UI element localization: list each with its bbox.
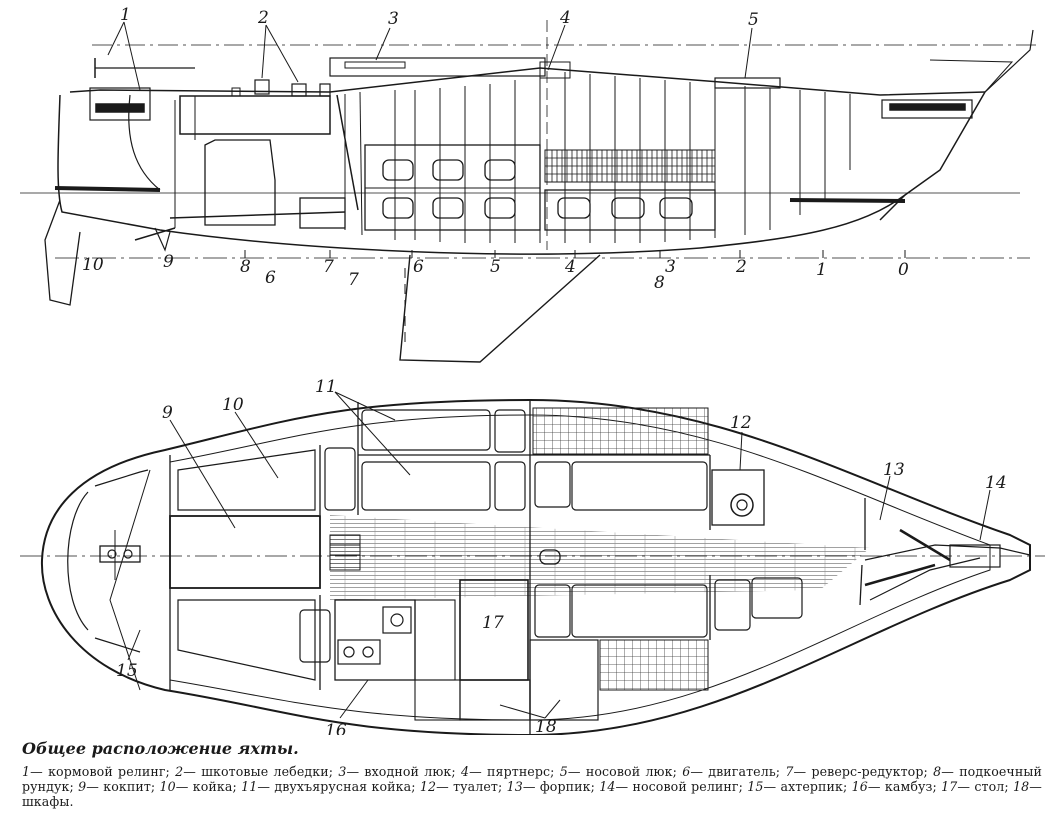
plan-callout: 13 xyxy=(883,460,905,480)
plan-callout: 17 xyxy=(482,613,504,633)
station-label: 6 xyxy=(413,257,424,277)
legend-item: 7— реверс-редуктор; xyxy=(785,764,928,779)
legend-text: пяртнерс; xyxy=(487,764,555,779)
station-label: 1 xyxy=(816,260,827,280)
legend-item: 2— шкотовые лебедки; xyxy=(175,764,334,779)
legend-text: стол; xyxy=(974,779,1009,794)
plan-callout: 12 xyxy=(730,413,752,433)
plan-view xyxy=(20,391,1045,735)
station-label: 6 xyxy=(265,268,276,288)
legend-item: 14— носовой релинг; xyxy=(599,779,743,794)
side-callout: 3 xyxy=(388,9,399,29)
plan-callout: 16 xyxy=(325,721,347,735)
legend-number: 3 xyxy=(338,764,347,779)
station-label: 8 xyxy=(654,273,665,293)
legend-number: 10 xyxy=(159,779,176,794)
caption-legend: 1— кормовой релинг; 2— шкотовые лебедки;… xyxy=(22,764,1042,809)
legend-text: койка; xyxy=(192,779,237,794)
legend-item: 3— входной люк; xyxy=(338,764,456,779)
caption-title: Общее расположение яхты. xyxy=(22,739,299,758)
station-label: 5 xyxy=(490,257,501,277)
legend-number: 2 xyxy=(175,764,184,779)
station-label: 3 xyxy=(665,257,676,277)
legend-number: 4 xyxy=(460,764,470,779)
plan-callout: 14 xyxy=(985,473,1007,493)
plan-callout: 11 xyxy=(315,377,337,397)
side-view-labels: 1 2 3 4 5 10 9 8 6 7 7 6 5 4 3 8 2 1 0 xyxy=(82,5,909,293)
station-label: 0 xyxy=(898,260,909,280)
legend-text: кормовой релинг; xyxy=(48,764,170,779)
station-label: 9 xyxy=(163,252,174,272)
legend-item: 5— носовой люк; xyxy=(559,764,677,779)
legend-number: 17 xyxy=(941,779,958,794)
legend-item: 8— подкоечный рундук; xyxy=(22,764,1042,794)
yacht-layout-drawing: 1 2 3 4 5 10 9 8 6 7 7 6 5 4 3 8 2 1 0 xyxy=(20,5,1045,735)
legend-item: 18— шкафы. xyxy=(22,779,1042,809)
legend-item: 6— двигатель; xyxy=(682,764,781,779)
legend-text: подкоечный рундук; xyxy=(22,764,1042,794)
station-label: 8 xyxy=(240,257,251,277)
side-callout: 4 xyxy=(559,8,571,28)
plan-view-labels: 9 10 11 12 13 14 15 16 17 18 xyxy=(116,377,1007,735)
legend-text: туалет; xyxy=(453,779,503,794)
legend-number: 13 xyxy=(506,779,523,794)
legend-number: 18 xyxy=(1013,779,1030,794)
station-label: 10 xyxy=(82,255,104,275)
legend-item: 9— кокпит; xyxy=(78,779,156,794)
side-elevation-view xyxy=(20,20,1040,363)
legend-number: 16 xyxy=(851,779,868,794)
legend-text: реверс-редуктор; xyxy=(811,764,928,779)
legend-item: 11— двухъярусная койка; xyxy=(241,779,416,794)
legend-text: шкотовые лебедки; xyxy=(201,764,334,779)
plan-callout: 9 xyxy=(162,403,173,423)
side-callout: 5 xyxy=(748,10,759,30)
legend-item: 1— кормовой релинг; xyxy=(22,764,170,779)
plan-callout: 15 xyxy=(116,661,138,681)
legend-number: 12 xyxy=(419,779,437,794)
legend-number: 9 xyxy=(78,779,87,794)
side-callout: 1 xyxy=(120,5,131,25)
legend-text: входной люк; xyxy=(364,764,456,779)
legend-number: 8 xyxy=(933,764,942,779)
plan-callout: 18 xyxy=(535,717,557,735)
legend-item: 12— туалет; xyxy=(419,779,503,794)
legend-number: 5 xyxy=(559,764,568,779)
legend-item: 15— ахтерпик; xyxy=(747,779,848,794)
station-label: 4 xyxy=(564,257,576,277)
legend-number: 15 xyxy=(747,779,764,794)
legend-item: 4— пяртнерс; xyxy=(460,764,555,779)
legend-item: 17— стол; xyxy=(941,779,1009,794)
legend-text: носовой релинг; xyxy=(632,779,743,794)
legend-text: двигатель; xyxy=(708,764,781,779)
station-label: 7 xyxy=(348,270,359,290)
legend-text: двухъярусная койка; xyxy=(274,779,416,794)
legend-number: 7 xyxy=(785,764,794,779)
figure-caption: Общее расположение яхты. 1— кормовой рел… xyxy=(22,739,1042,809)
legend-number: 11 xyxy=(241,779,258,794)
legend-number: 1 xyxy=(22,764,31,779)
legend-item: 16— камбуз; xyxy=(851,779,937,794)
legend-text: камбуз; xyxy=(884,779,937,794)
station-label: 2 xyxy=(735,257,747,277)
station-label: 7 xyxy=(323,257,334,277)
legend-text: носовой люк; xyxy=(585,764,677,779)
legend-text: кокпит; xyxy=(103,779,156,794)
legend-number: 6 xyxy=(682,764,691,779)
legend-text: ахтерпик; xyxy=(780,779,848,794)
legend-text: форпик; xyxy=(539,779,595,794)
legend-item: 10— койка; xyxy=(159,779,237,794)
legend-item: 13— форпик; xyxy=(506,779,595,794)
side-callout: 2 xyxy=(257,8,269,28)
plan-callout: 10 xyxy=(222,395,244,415)
legend-number: 14 xyxy=(599,779,616,794)
legend-text: шкафы. xyxy=(22,794,74,809)
